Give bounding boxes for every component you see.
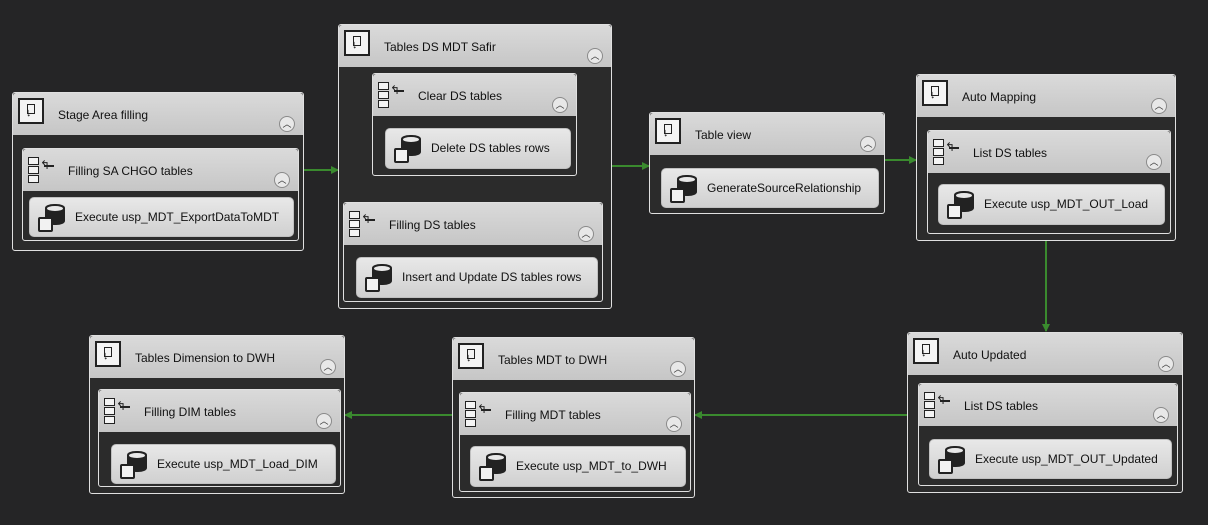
sequence-container-icon bbox=[655, 118, 681, 144]
foreach-loop-icon: ↰ bbox=[104, 398, 130, 426]
task-label: Execute usp_MDT_OUT_Updated bbox=[975, 452, 1158, 466]
task-label: GenerateSourceRelationship bbox=[707, 181, 862, 195]
collapse-chevron-icon[interactable]: ︿ bbox=[1153, 407, 1169, 423]
foreach-loop-icon: ↰ bbox=[924, 392, 950, 420]
foreach-loop-list-ds-tables[interactable]: ↰ List DS tables ︿ Execute usp_MDT_OUT_L… bbox=[927, 130, 1171, 234]
foreach-loop-icon: ↰ bbox=[28, 157, 54, 185]
task-label: Execute usp_MDT_ExportDataToMDT bbox=[75, 210, 280, 224]
task-label: Execute usp_MDT_to_DWH bbox=[516, 459, 667, 473]
execute-sql-task[interactable]: Execute usp_MDT_ExportDataToMDT bbox=[29, 197, 294, 237]
container-header[interactable]: ↰ Filling DIM tables ︿ bbox=[99, 390, 340, 432]
collapse-chevron-icon[interactable]: ︿ bbox=[666, 416, 682, 432]
foreach-loop-filling-dim[interactable]: ↰ Filling DIM tables ︿ Execute usp_MDT_L… bbox=[98, 389, 341, 487]
container-header[interactable]: Tables Dimension to DWH ︿ bbox=[90, 336, 344, 378]
execute-sql-task[interactable]: Insert and Update DS tables rows bbox=[356, 257, 598, 298]
container-title: Tables DS MDT Safir bbox=[384, 40, 496, 54]
collapse-chevron-icon[interactable]: ︿ bbox=[1158, 356, 1174, 372]
container-title: Filling MDT tables bbox=[505, 408, 601, 422]
task-label: Execute usp_MDT_Load_DIM bbox=[157, 457, 318, 471]
sequence-container-stage-area[interactable]: Stage Area filling ︿ ↰ Filling SA CHGO t… bbox=[12, 92, 304, 251]
collapse-chevron-icon[interactable]: ︿ bbox=[860, 136, 876, 152]
sequence-container-dim-to-dwh[interactable]: Tables Dimension to DWH ︿ ↰ Filling DIM … bbox=[89, 335, 345, 494]
container-header[interactable]: ↰ List DS tables ︿ bbox=[928, 131, 1170, 173]
execute-sql-task-icon bbox=[38, 204, 68, 234]
container-header[interactable]: Stage Area filling ︿ bbox=[13, 93, 303, 135]
container-title: Auto Mapping bbox=[962, 90, 1037, 104]
execute-sql-task[interactable]: GenerateSourceRelationship bbox=[661, 168, 879, 208]
execute-sql-task-icon bbox=[120, 451, 150, 481]
container-title: Tables MDT to DWH bbox=[498, 353, 608, 367]
collapse-chevron-icon[interactable]: ︿ bbox=[578, 226, 594, 242]
sequence-container-icon bbox=[913, 338, 939, 364]
container-header[interactable]: Tables DS MDT Safir ︿ bbox=[339, 25, 611, 67]
collapse-chevron-icon[interactable]: ︿ bbox=[1151, 98, 1167, 114]
container-header[interactable]: ↰ Clear DS tables ︿ bbox=[373, 74, 576, 116]
container-title: List DS tables bbox=[964, 399, 1039, 413]
sequence-container-icon bbox=[95, 341, 121, 367]
collapse-chevron-icon[interactable]: ︿ bbox=[587, 48, 603, 64]
foreach-loop-icon: ↰ bbox=[465, 401, 491, 429]
container-title: Clear DS tables bbox=[418, 89, 503, 103]
collapse-chevron-icon[interactable]: ︿ bbox=[316, 413, 332, 429]
execute-sql-task-icon bbox=[947, 191, 977, 221]
sequence-container-auto-mapping[interactable]: Auto Mapping ︿ ↰ List DS tables ︿ Execut… bbox=[916, 74, 1176, 241]
foreach-loop-filling-mdt[interactable]: ↰ Filling MDT tables ︿ Execute usp_MDT_t… bbox=[459, 392, 691, 492]
sequence-container-tables-ds[interactable]: Tables DS MDT Safir ︿ ↰ Clear DS tables … bbox=[338, 24, 612, 309]
execute-sql-task[interactable]: Execute usp_MDT_OUT_Updated bbox=[929, 439, 1172, 479]
container-header[interactable]: ↰ List DS tables ︿ bbox=[919, 384, 1177, 426]
foreach-loop-icon: ↰ bbox=[349, 211, 375, 239]
execute-sql-task-icon bbox=[394, 135, 424, 165]
sequence-container-icon bbox=[344, 30, 370, 56]
collapse-chevron-icon[interactable]: ︿ bbox=[670, 361, 686, 377]
container-title: Tables Dimension to DWH bbox=[135, 351, 276, 365]
execute-sql-task[interactable]: Execute usp_MDT_OUT_Load bbox=[938, 184, 1165, 225]
container-header[interactable]: Table view ︿ bbox=[650, 113, 884, 155]
sequence-container-table-view[interactable]: Table view ︿ GenerateSourceRelationship bbox=[649, 112, 885, 214]
foreach-loop-list-ds-tables[interactable]: ↰ List DS tables ︿ Execute usp_MDT_OUT_U… bbox=[918, 383, 1178, 486]
container-title: List DS tables bbox=[973, 146, 1048, 160]
execute-sql-task-icon bbox=[479, 453, 509, 483]
execute-sql-task[interactable]: Execute usp_MDT_Load_DIM bbox=[111, 444, 336, 484]
task-label: Delete DS tables rows bbox=[431, 141, 550, 155]
container-header[interactable]: Auto Mapping ︿ bbox=[917, 75, 1175, 117]
container-header[interactable]: ↰ Filling MDT tables ︿ bbox=[460, 393, 690, 435]
collapse-chevron-icon[interactable]: ︿ bbox=[274, 172, 290, 188]
collapse-chevron-icon[interactable]: ︿ bbox=[279, 116, 295, 132]
task-label: Insert and Update DS tables rows bbox=[402, 270, 582, 284]
sequence-container-icon bbox=[922, 80, 948, 106]
execute-sql-task-icon bbox=[365, 264, 395, 294]
sequence-container-auto-updated[interactable]: Auto Updated ︿ ↰ List DS tables ︿ Execut… bbox=[907, 332, 1183, 493]
foreach-loop-filling-sa[interactable]: ↰ Filling SA CHGO tables ︿ Execute usp_M… bbox=[22, 148, 299, 241]
collapse-chevron-icon[interactable]: ︿ bbox=[552, 97, 568, 113]
sequence-container-icon bbox=[458, 343, 484, 369]
container-title: Table view bbox=[695, 128, 752, 142]
sequence-container-icon bbox=[18, 98, 44, 124]
container-header[interactable]: Tables MDT to DWH ︿ bbox=[453, 338, 694, 380]
container-header[interactable]: ↰ Filling SA CHGO tables ︿ bbox=[23, 149, 298, 191]
foreach-loop-filling-ds[interactable]: ↰ Filling DS tables ︿ Insert and Update … bbox=[343, 202, 603, 302]
execute-sql-task[interactable]: Delete DS tables rows bbox=[385, 128, 571, 169]
collapse-chevron-icon[interactable]: ︿ bbox=[1146, 154, 1162, 170]
container-title: Filling DIM tables bbox=[144, 405, 237, 419]
foreach-loop-icon: ↰ bbox=[378, 82, 404, 110]
foreach-loop-icon: ↰ bbox=[933, 139, 959, 167]
execute-sql-task[interactable]: Execute usp_MDT_to_DWH bbox=[470, 446, 686, 487]
container-title: Filling DS tables bbox=[389, 218, 476, 232]
sequence-container-mdt-to-dwh[interactable]: Tables MDT to DWH ︿ ↰ Filling MDT tables… bbox=[452, 337, 695, 498]
collapse-chevron-icon[interactable]: ︿ bbox=[320, 359, 336, 375]
foreach-loop-clear-ds[interactable]: ↰ Clear DS tables ︿ Delete DS tables row… bbox=[372, 73, 577, 176]
container-header[interactable]: ↰ Filling DS tables ︿ bbox=[344, 203, 602, 245]
execute-sql-task-icon bbox=[670, 175, 700, 205]
execute-sql-task-icon bbox=[938, 446, 968, 476]
container-title: Stage Area filling bbox=[58, 108, 149, 122]
container-header[interactable]: Auto Updated ︿ bbox=[908, 333, 1182, 375]
task-label: Execute usp_MDT_OUT_Load bbox=[984, 197, 1149, 211]
container-title: Auto Updated bbox=[953, 348, 1027, 362]
container-title: Filling SA CHGO tables bbox=[68, 164, 193, 178]
